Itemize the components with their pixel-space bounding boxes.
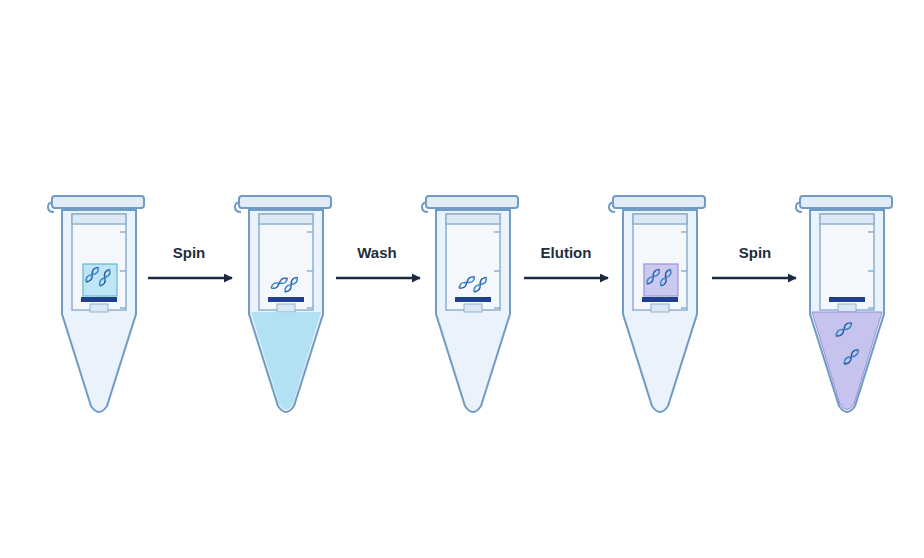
step-label: Elution [541, 244, 592, 262]
step-label: Wash [357, 244, 396, 262]
spin-column-tube [796, 196, 892, 412]
step-arrows [148, 277, 796, 280]
spin-column-tube [235, 196, 331, 412]
step-label: Spin [173, 244, 206, 262]
spin-column-tube [422, 196, 518, 412]
spin-column-tube [48, 196, 144, 412]
step-label: Spin [739, 244, 772, 262]
spin-column-tube [609, 196, 705, 412]
